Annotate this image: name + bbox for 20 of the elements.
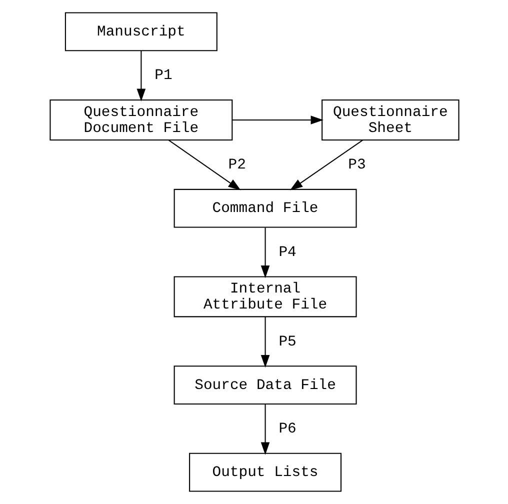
- arrow: [260, 404, 270, 455]
- arrow: [260, 316, 270, 368]
- arrow: [232, 116, 323, 124]
- node-box: Questionnaire Sheet: [321, 100, 459, 141]
- node-box: Internal Attribute File: [173, 276, 356, 318]
- edge-label: P1: [154, 68, 172, 84]
- edge-label: P4: [278, 244, 296, 261]
- node-box: Source Data File: [173, 366, 356, 404]
- node-box: Questionnaire Document File: [49, 100, 232, 141]
- arrow: [136, 51, 146, 102]
- edge-label: P2: [228, 158, 246, 174]
- arrow: [260, 228, 270, 278]
- arrow: [289, 140, 362, 190]
- edge-label: P3: [348, 158, 366, 174]
- node-box: Output Lists: [188, 452, 342, 492]
- arrow: [168, 140, 240, 190]
- node-box: Command File: [173, 188, 356, 228]
- edge-label: P5: [278, 334, 296, 350]
- node-box: Manuscript: [64, 12, 217, 52]
- edge-label: P6: [278, 422, 296, 438]
